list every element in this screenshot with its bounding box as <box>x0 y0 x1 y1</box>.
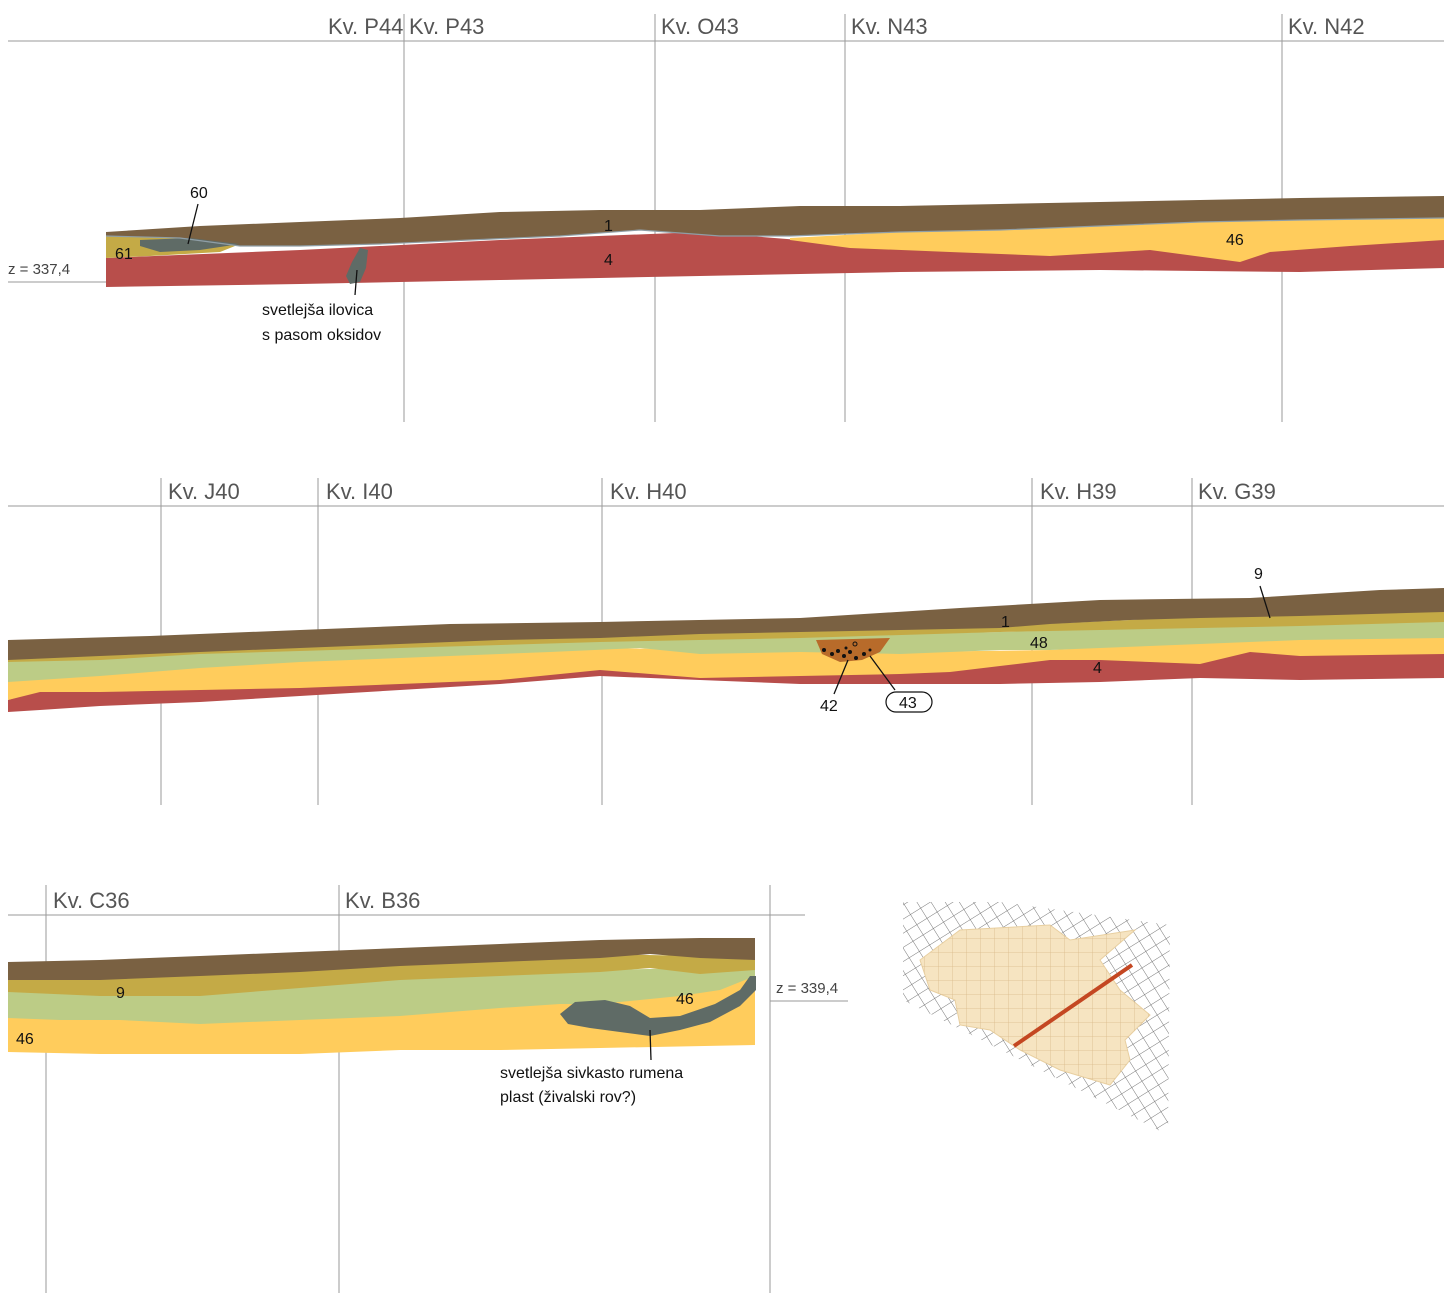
layer-label-42: 42 <box>820 698 838 715</box>
square-label: Kv. C36 <box>53 888 130 913</box>
note-text: svetlejša sivkasto rumena <box>500 1065 683 1082</box>
square-label: Kv. I40 <box>326 479 393 504</box>
square-label: Kv. B36 <box>345 888 420 913</box>
oxide-band-feature <box>346 248 368 284</box>
layer-label-48: 48 <box>1030 635 1048 652</box>
square-label: Kv. P44 <box>328 14 403 39</box>
layer-46 <box>8 636 1444 700</box>
note-text: plast (živalski rov?) <box>500 1089 636 1106</box>
layer-label-4: 4 <box>1093 660 1102 677</box>
layer-label-61: 61 <box>115 246 133 263</box>
layer-1 <box>8 938 755 980</box>
section-line <box>1012 963 1134 1048</box>
elevation-label: z = 337,4 <box>8 261 70 278</box>
site-location-map <box>903 902 1170 1135</box>
layer-label-46: 46 <box>1226 232 1244 249</box>
layer-label-1: 1 <box>604 218 613 235</box>
square-label: Kv. O43 <box>661 14 739 39</box>
layer-label-9: 9 <box>1254 566 1263 583</box>
square-label: Kv. N42 <box>1288 14 1365 39</box>
section-2: Kv. J40 Kv. I40 Kv. H40 Kv. H39 Kv. G39 … <box>8 478 1444 805</box>
layer-48 <box>8 620 1444 682</box>
find-number-badge <box>885 691 933 713</box>
square-label: Kv. H39 <box>1040 479 1117 504</box>
layer-1 <box>106 196 1444 246</box>
square-label: Kv. G39 <box>1198 479 1276 504</box>
layer-label-46: 46 <box>16 1031 34 1048</box>
elevation-label: z = 339,4 <box>776 980 838 997</box>
layer-9 <box>8 608 1444 662</box>
note-text: svetlejša ilovica <box>262 302 373 319</box>
section-3: Kv. C36 Kv. B36 9 46 46 z = 339,4 svetle… <box>8 885 848 1293</box>
layer-label-43: 43 <box>899 695 917 712</box>
charcoal-inclusions <box>822 641 872 660</box>
layer-label-46: 46 <box>676 991 694 1008</box>
feature-60 <box>140 238 240 252</box>
square-label: Kv. H40 <box>610 479 687 504</box>
layer-1 <box>8 588 1444 660</box>
square-label: Kv. J40 <box>168 479 240 504</box>
layer-46 <box>790 216 1444 262</box>
square-label: Kv. P43 <box>409 14 484 39</box>
note-text: s pasom oksidov <box>262 327 381 344</box>
layer-label-60: 60 <box>190 185 208 202</box>
section-1: Kv. P44 Kv. P43 Kv. O43 Kv. N43 Kv. N42 … <box>8 14 1444 422</box>
square-label: Kv. N43 <box>851 14 928 39</box>
layer-9 <box>8 954 755 996</box>
burrow-feature <box>560 976 756 1036</box>
layer-green <box>8 968 755 1024</box>
layer-4 <box>8 650 1444 712</box>
layer-label-1: 1 <box>1001 614 1010 631</box>
layer-label-9: 9 <box>116 985 125 1002</box>
layer-label-4: 4 <box>604 252 613 269</box>
pit-feature-42 <box>816 638 890 662</box>
